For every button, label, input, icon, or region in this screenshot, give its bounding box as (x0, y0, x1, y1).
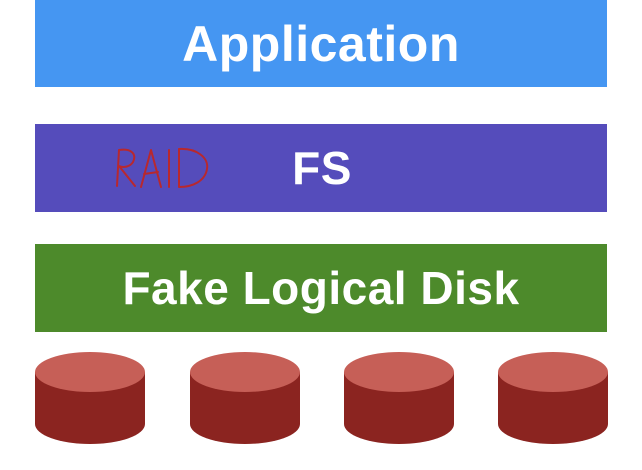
physical-disks (0, 350, 642, 450)
disk-top (344, 352, 454, 392)
disk-body (344, 372, 454, 444)
disk-body (190, 372, 300, 444)
fake-logical-disk-label: Fake Logical Disk (122, 262, 520, 314)
raid-strokes (116, 147, 209, 188)
raid-handwritten-annotation (116, 147, 209, 188)
fs-layer: FS (35, 124, 607, 212)
disk-cylinder-3 (344, 352, 454, 444)
disk-body (498, 372, 608, 444)
application-label: Application (182, 15, 460, 72)
disk-cylinder-4 (498, 352, 608, 444)
fs-label: FS (292, 142, 352, 194)
application-layer: Application (35, 0, 607, 87)
disk-top (35, 352, 145, 392)
disk-top (190, 352, 300, 392)
disk-top (498, 352, 608, 392)
disk-body (35, 372, 145, 444)
disk-cylinder-2 (190, 352, 300, 444)
disk-cylinder-1 (35, 352, 145, 444)
fake-logical-disk-layer: Fake Logical Disk (35, 244, 607, 332)
